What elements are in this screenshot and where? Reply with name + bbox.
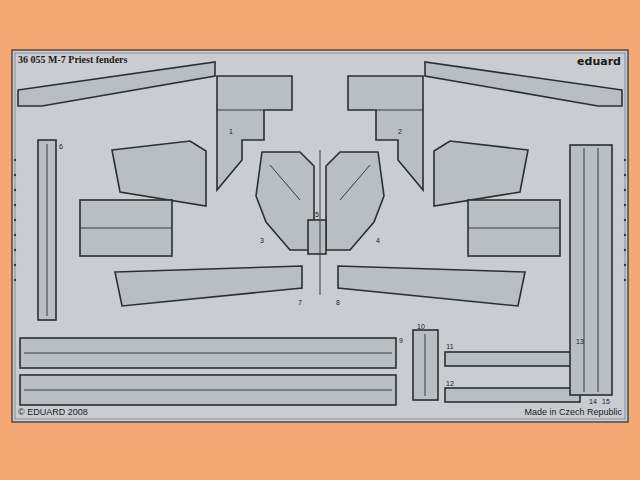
part-number: 15: [602, 398, 610, 405]
part-number: 12: [446, 380, 454, 387]
part-number: 11: [446, 343, 453, 350]
part-number: 9: [399, 337, 403, 344]
part-number: 1: [229, 128, 233, 135]
part-number: 10: [417, 323, 425, 330]
copyright-note: © EDUARD 2008: [18, 408, 88, 417]
fret-title: 36 055 M-7 Priest fenders: [18, 55, 127, 65]
part-number: 2: [398, 128, 402, 135]
part-number: 13: [576, 338, 584, 345]
brand-mark: eduard: [577, 56, 621, 67]
origin-note: Made in Czech Republic: [524, 408, 622, 417]
part-number: 4: [376, 237, 380, 244]
part-number: 5: [315, 211, 319, 218]
part-number: 14: [589, 398, 597, 405]
part-number: 7: [298, 299, 302, 306]
part-number: 8: [336, 299, 340, 306]
part-number: 6: [59, 143, 63, 150]
part-number: 3: [260, 237, 264, 244]
